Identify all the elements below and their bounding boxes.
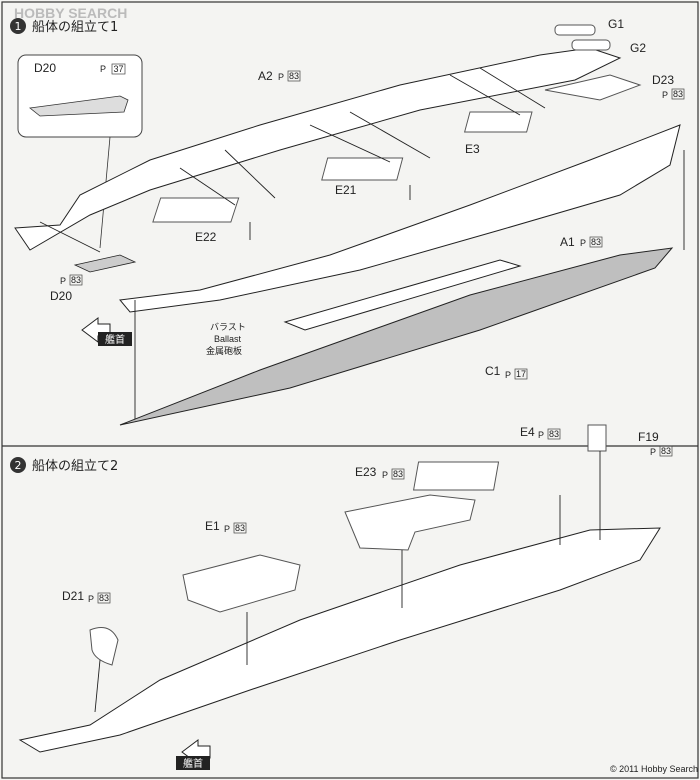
ballast-plate: [283, 259, 522, 331]
e1-part: [182, 554, 301, 613]
hull-a1-shape: [119, 124, 681, 313]
e21-part: [321, 157, 404, 181]
copyright-text: © 2011 Hobby Search: [610, 764, 698, 774]
d20-ref: 83: [71, 275, 81, 285]
d20-detail-deck-shape: [29, 95, 129, 117]
ballast-jp: バラスト: [210, 322, 246, 333]
a1-ref-prefix: P: [580, 238, 586, 248]
e4-ref-box: [547, 428, 561, 440]
a1-ref-box: [589, 236, 603, 248]
d23-part: [544, 74, 642, 101]
e22-part: [152, 197, 240, 223]
d20-ref-box: [69, 274, 83, 286]
c1-ref: 17: [516, 369, 526, 379]
e23-ref-prefix: P: [382, 470, 388, 480]
e23-label: E23: [355, 465, 377, 479]
d21-part: [89, 627, 119, 666]
d23-ref: 83: [673, 89, 683, 99]
f19-ref: 83: [661, 446, 671, 456]
step1-badge: [10, 18, 26, 34]
step1-arrows: [39, 67, 685, 420]
ballast-note: 金属砲板: [206, 345, 242, 357]
e23-ref-box: [391, 468, 405, 480]
e4-label: E4: [520, 425, 535, 439]
g2-label: G2: [630, 41, 646, 55]
e4-part: [413, 461, 500, 491]
d20-label: D20: [50, 289, 72, 303]
d20-part: [73, 254, 137, 273]
d23-ref-box: [671, 88, 685, 100]
hull-assembled-shape: [18, 527, 661, 753]
bow-label-bg: [98, 332, 132, 346]
f19-ref-box: [659, 445, 673, 457]
step1-title: 船体の組立て1: [32, 20, 118, 35]
d21-ref-box: [97, 592, 111, 604]
f19-part: [587, 424, 607, 452]
f19-ref-prefix: P: [650, 447, 656, 457]
g1-part: [554, 24, 596, 36]
step2-arrows: [94, 451, 601, 713]
c1-ref-prefix: P: [505, 370, 511, 380]
a2-ref-box: [287, 70, 301, 82]
e22-label: E22: [195, 230, 217, 244]
bow-label: 艦首: [105, 333, 125, 346]
d21-label: D21: [62, 589, 84, 603]
a1-ref: 83: [591, 237, 601, 247]
c1-label: C1: [485, 364, 501, 378]
e3-part: [463, 111, 533, 133]
a1-label: A1: [560, 235, 575, 249]
a2-ref-prefix: P: [278, 72, 284, 82]
g2-part: [571, 39, 611, 51]
bow-label-2: 艦首: [183, 757, 203, 770]
step2-number: 2: [15, 459, 22, 472]
bow-label-bg-2: [176, 756, 210, 770]
c1-ref-box: [514, 368, 528, 380]
e4-ref-prefix: P: [538, 430, 544, 440]
d20-ref-prefix: P: [60, 276, 66, 286]
d20-detail-label: D20: [34, 61, 56, 75]
f19-label: F19: [638, 430, 659, 444]
d20-detail-box: [17, 54, 143, 138]
e23-part: [344, 494, 476, 551]
d23-label: D23: [652, 73, 674, 87]
hull-bottom-c1-shape: [119, 247, 674, 426]
step2-badge: [10, 457, 26, 473]
watermark: HOBBY SEARCH: [14, 5, 127, 21]
d20-detail-ref-box: [111, 63, 126, 75]
d20-detail-ref-prefix: P: [100, 64, 106, 74]
d20-detail-ref: 37: [114, 64, 124, 74]
a2-label: A2: [258, 69, 273, 83]
d21-ref: 83: [99, 593, 109, 603]
g1-label: G1: [608, 17, 624, 31]
step2-title: 船体の組立て2: [32, 459, 118, 474]
ballast-en: Ballast: [214, 334, 242, 344]
e1-ref-prefix: P: [224, 524, 230, 534]
hull-a2-shape: [14, 47, 622, 251]
e4-ref: 83: [549, 429, 559, 439]
e23-ref: 83: [393, 469, 403, 479]
d23-ref-prefix: P: [662, 90, 668, 100]
e1-ref: 83: [235, 523, 245, 533]
e21-label: E21: [335, 183, 357, 197]
e1-label: E1: [205, 519, 220, 533]
d21-ref-prefix: P: [88, 594, 94, 604]
a2-ref: 83: [289, 71, 299, 81]
e1-ref-box: [233, 522, 247, 534]
e3-label: E3: [465, 142, 480, 156]
step1-number: 1: [15, 20, 22, 33]
